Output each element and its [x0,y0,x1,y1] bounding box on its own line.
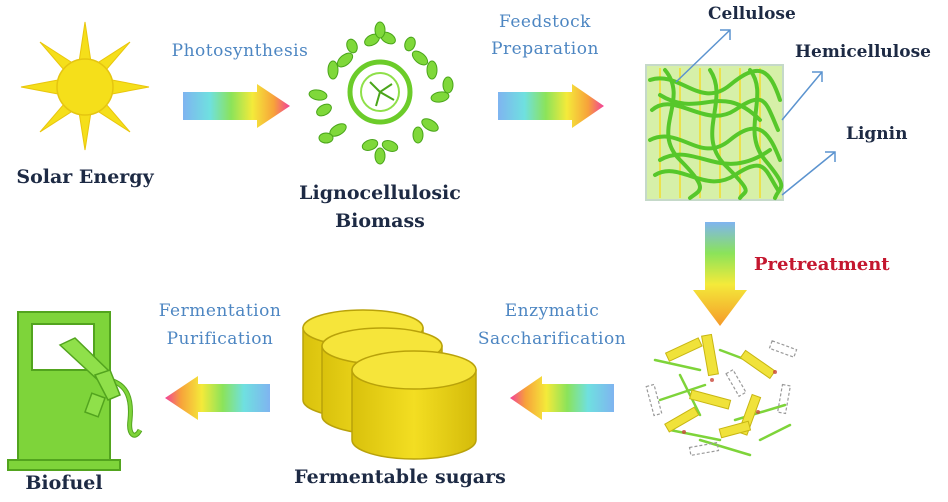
pretreated-fragments-icon [645,333,798,457]
lignin-label: Lignin [846,124,908,144]
arrow-fermentation [165,376,270,420]
arrow-pretreatment [693,222,747,326]
photosynthesis-label: Photosynthesis [171,41,309,61]
cylinder-front [351,350,477,460]
biomass-label-line1: Lignocellulosic [299,182,461,204]
arrow-feedstock [498,84,604,128]
fermentation-label-line1: Fermentation [158,301,282,321]
component-pointers [675,29,836,196]
fuel-pump-icon [7,311,143,471]
feedstock-label-line1: Feedstock [499,12,591,32]
cellulose-label: Cellulose [708,4,796,24]
biofuel-label: Biofuel [25,472,103,494]
biomass-plant-icon [308,21,454,165]
fermentable-sugars-label: Fermentable sugars [294,466,506,488]
arrow-enzymatic [510,376,614,420]
sugar-cylinders-icon [302,309,477,460]
sun-icon [20,21,150,151]
feedstock-label-line2: Preparation [491,39,599,59]
purification-label-line2: Purification [166,329,274,349]
enzymatic-label-line1: Enzymatic [504,301,600,321]
solar-energy-label: Solar Energy [16,166,154,188]
enzymatic-label-line2: Saccharification [477,329,627,349]
pretreatment-label: Pretreatment [754,254,890,275]
fiber-structure-icon [645,64,784,201]
hemicellulose-label: Hemicellulose [795,42,931,62]
biomass-label-line2: Biomass [335,210,425,232]
arrow-photosynthesis [183,84,290,128]
